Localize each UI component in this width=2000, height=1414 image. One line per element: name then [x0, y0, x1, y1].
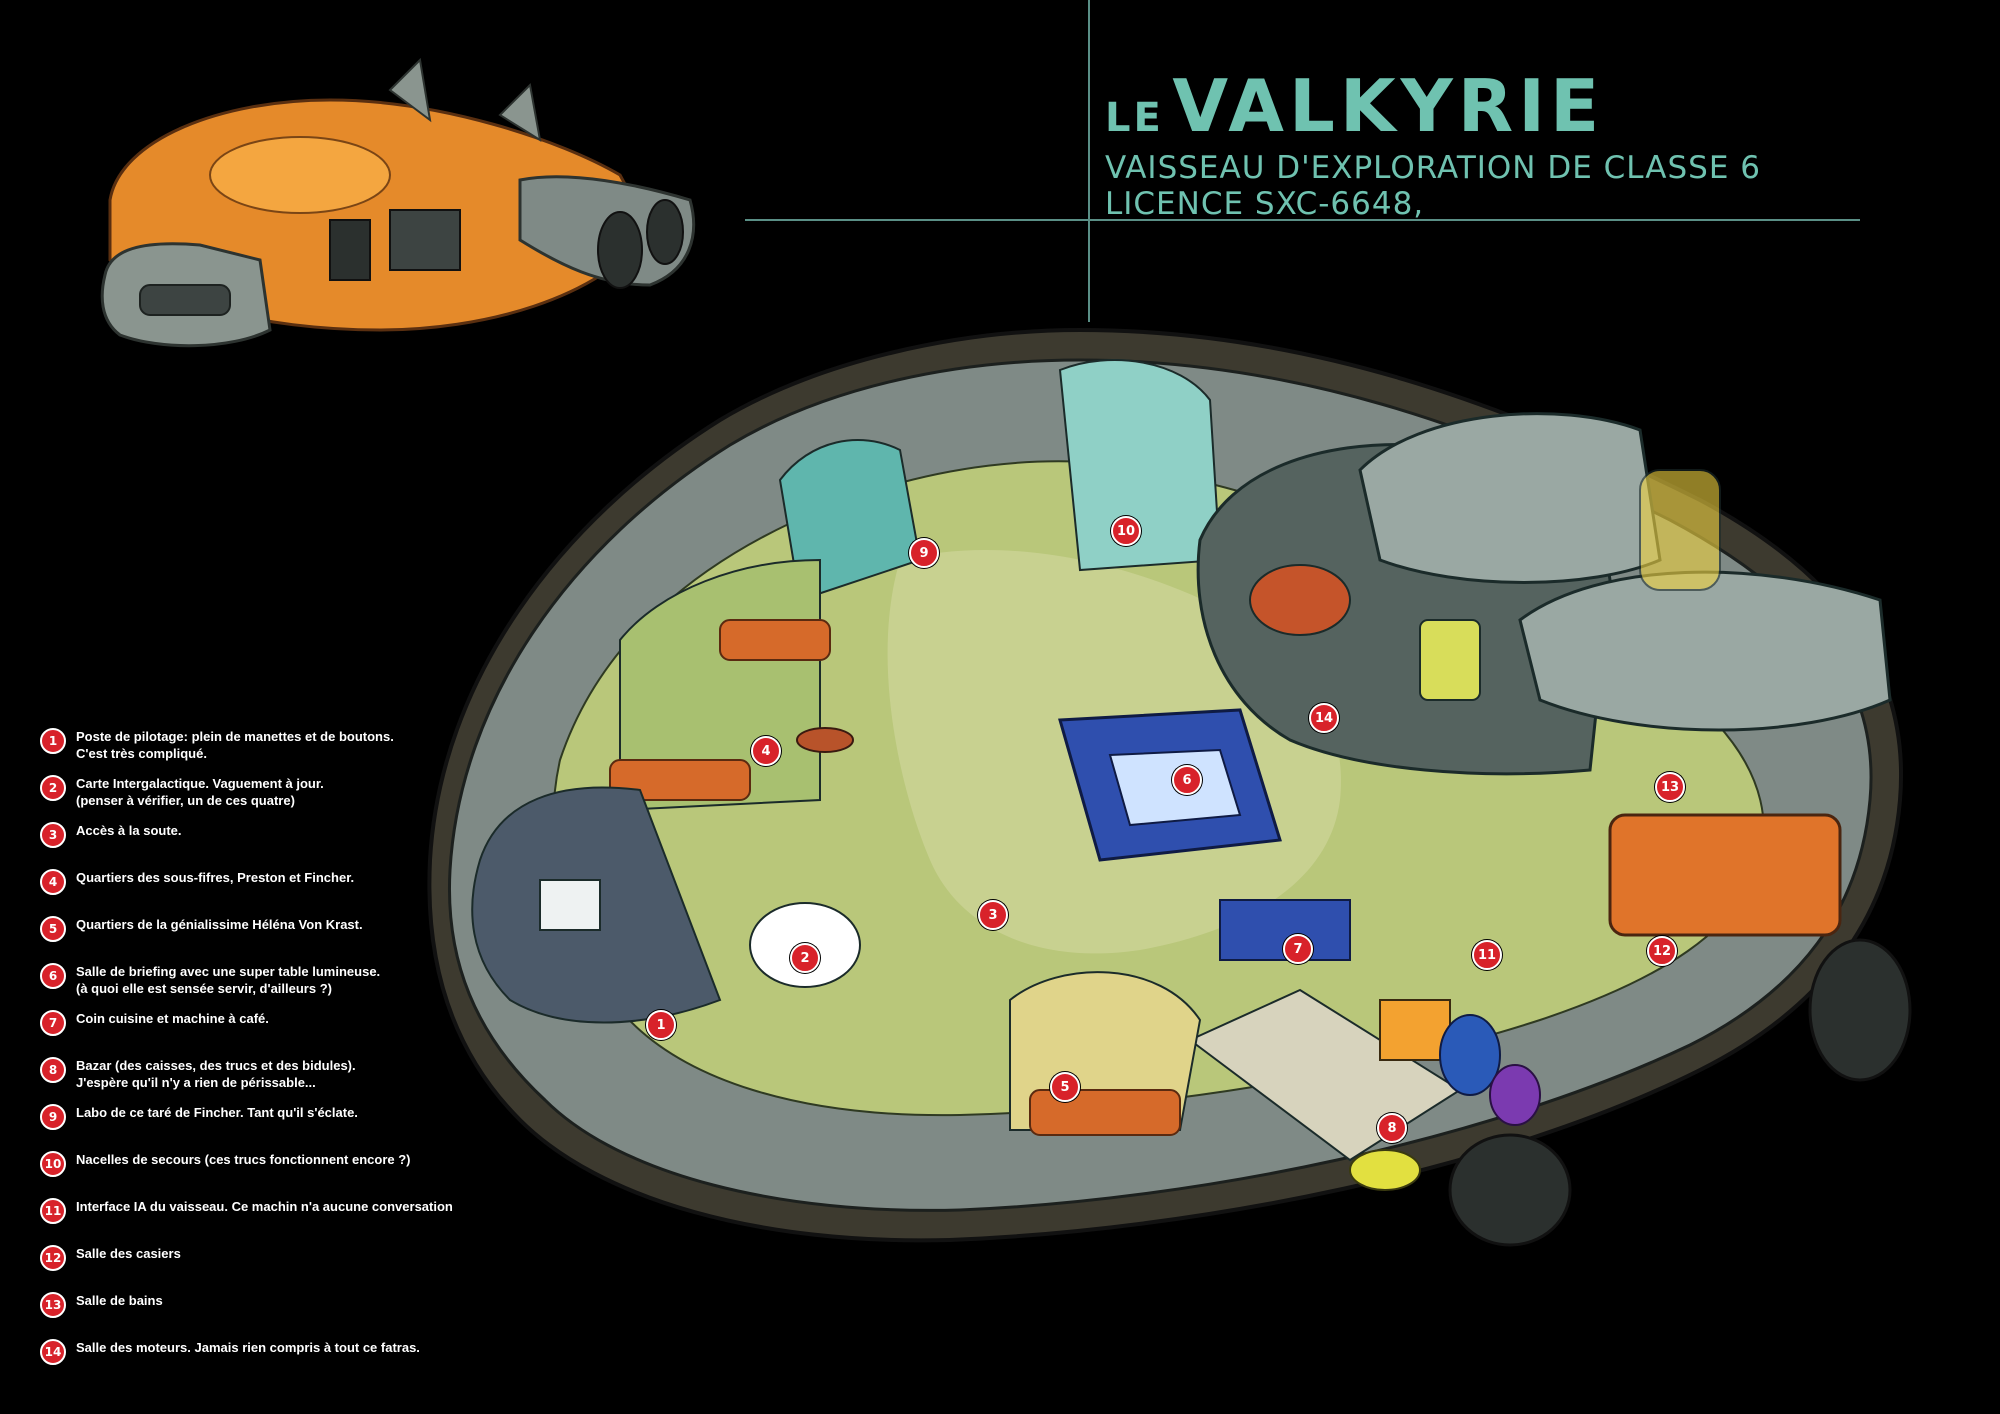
title-block: LE VALKYRIE VAISSEAU D'EXPLORATION DE CL… — [1105, 70, 1761, 222]
room-marker-11: 11 — [1472, 940, 1502, 970]
legend-number-badge: 7 — [40, 1010, 66, 1036]
legend-item-1: 1 Poste de pilotage: plein de manettes et… — [40, 728, 394, 762]
legend-text: Quartiers de la génialissime Héléna Von … — [76, 916, 363, 933]
room-marker-9: 9 — [909, 538, 939, 568]
legend-number-badge: 3 — [40, 822, 66, 848]
room-marker-4: 4 — [751, 736, 781, 766]
legend-text: Accès à la soute. — [76, 822, 182, 839]
room-marker-6: 6 — [1172, 765, 1202, 795]
legend-number-badge: 9 — [40, 1104, 66, 1130]
legend-text: Poste de pilotage: plein de manettes et … — [76, 728, 394, 762]
ship-cutaway — [427, 327, 1912, 1247]
legend-number-badge: 12 — [40, 1245, 66, 1271]
legend-number-badge: 14 — [40, 1339, 66, 1365]
legend-item-12: 12 Salle des casiers — [40, 1245, 181, 1271]
legend-line-1: Salle des moteurs. Jamais rien compris à… — [76, 1340, 420, 1355]
legend-item-5: 5 Quartiers de la génialissime Héléna Von… — [40, 916, 363, 942]
legend-line-1: Labo de ce taré de Fincher. Tant qu'il s… — [76, 1105, 358, 1120]
room-marker-8: 8 — [1377, 1113, 1407, 1143]
ship-exterior-view — [100, 57, 696, 348]
legend-item-2: 2 Carte Intergalactique. Vaguement à jour… — [40, 775, 324, 809]
legend-line-1: Salle des casiers — [76, 1246, 181, 1261]
room-marker-7: 7 — [1283, 934, 1313, 964]
legend-text: Nacelles de secours (ces trucs fonctionn… — [76, 1151, 411, 1168]
legend-item-3: 3 Accès à la soute. — [40, 822, 182, 848]
legend-item-11: 11 Interface IA du vaisseau. Ce machin n'… — [40, 1198, 453, 1224]
legend-number-badge: 10 — [40, 1151, 66, 1177]
legend-item-13: 13 Salle de bains — [40, 1292, 163, 1318]
legend-line-1: Salle de briefing avec une super table l… — [76, 964, 381, 979]
room-marker-14: 14 — [1309, 703, 1339, 733]
legend-text: Quartiers des sous-fifres, Preston et Fi… — [76, 869, 354, 886]
legend-line-1: Salle de bains — [76, 1293, 163, 1308]
legend-line-2: (penser à vérifier, un de ces quatre) — [76, 793, 295, 808]
legend-line-2: C'est très compliqué. — [76, 746, 207, 761]
legend-text: Salle de briefing avec une super table l… — [76, 963, 380, 997]
title-name: VALKYRIE — [1172, 64, 1605, 148]
title-prefix: LE — [1105, 95, 1164, 141]
subtitle-license: LICENCE SXC-6648, — [1105, 186, 1425, 222]
ship-title: LE VALKYRIE — [1105, 70, 1761, 142]
legend-number-badge: 4 — [40, 869, 66, 895]
room-marker-10: 10 — [1111, 516, 1141, 546]
legend-item-10: 10 Nacelles de secours (ces trucs fonctio… — [40, 1151, 411, 1177]
legend-text: Bazar (des caisses, des trucs et des bid… — [76, 1057, 356, 1091]
room-marker-2: 2 — [790, 943, 820, 973]
legend-number-badge: 6 — [40, 963, 66, 989]
legend-number-badge: 13 — [40, 1292, 66, 1318]
legend-number-badge: 8 — [40, 1057, 66, 1083]
legend-item-14: 14 Salle des moteurs. Jamais rien compris… — [40, 1339, 420, 1365]
legend-item-6: 6 Salle de briefing avec une super table … — [40, 963, 380, 997]
legend-item-8: 8 Bazar (des caisses, des trucs et des bi… — [40, 1057, 356, 1091]
legend-number-badge: 2 — [40, 775, 66, 801]
legend-number-badge: 1 — [40, 728, 66, 754]
legend-line-1: Quartiers des sous-fifres, Preston et Fi… — [76, 870, 355, 885]
legend-text: Labo de ce taré de Fincher. Tant qu'il s… — [76, 1104, 358, 1121]
legend-item-7: 7 Coin cuisine et machine à café. — [40, 1010, 269, 1036]
legend-line-2: (à quoi elle est sensée servir, d'ailleu… — [76, 981, 332, 996]
legend-line-1: Carte Intergalactique. Vaguement à jour. — [76, 776, 324, 791]
legend-line-1: Coin cuisine et machine à café. — [76, 1011, 269, 1026]
legend-line-2: J'espère qu'il n'y a rien de périssable.… — [76, 1075, 316, 1090]
room-marker-3: 3 — [978, 900, 1008, 930]
legend-line-1: Nacelles de secours (ces trucs fonctionn… — [76, 1152, 411, 1167]
room-marker-12: 12 — [1647, 936, 1677, 966]
room-marker-1: 1 — [646, 1010, 676, 1040]
legend-line-1: Interface IA du vaisseau. Ce machin n'a … — [76, 1199, 453, 1214]
legend-text: Salle des moteurs. Jamais rien compris à… — [76, 1339, 420, 1356]
legend-line-1: Quartiers de la génialissime Héléna Von … — [76, 917, 363, 932]
legend-text: Salle des casiers — [76, 1245, 181, 1262]
legend-text: Interface IA du vaisseau. Ce machin n'a … — [76, 1198, 453, 1215]
legend-text: Coin cuisine et machine à café. — [76, 1010, 269, 1027]
legend-number-badge: 11 — [40, 1198, 66, 1224]
legend-item-4: 4 Quartiers des sous-fifres, Preston et F… — [40, 869, 354, 895]
legend-line-1: Bazar (des caisses, des trucs et des bid… — [76, 1058, 356, 1073]
legend-line-1: Accès à la soute. — [76, 823, 182, 838]
subtitle-class: VAISSEAU D'EXPLORATION DE CLASSE 6 — [1105, 150, 1762, 186]
legend-item-9: 9 Labo de ce taré de Fincher. Tant qu'il … — [40, 1104, 358, 1130]
room-marker-5: 5 — [1050, 1072, 1080, 1102]
room-marker-13: 13 — [1655, 772, 1685, 802]
legend-number-badge: 5 — [40, 916, 66, 942]
legend-text: Carte Intergalactique. Vaguement à jour.… — [76, 775, 324, 809]
legend-text: Salle de bains — [76, 1292, 163, 1309]
legend-line-1: Poste de pilotage: plein de manettes et … — [76, 729, 394, 744]
